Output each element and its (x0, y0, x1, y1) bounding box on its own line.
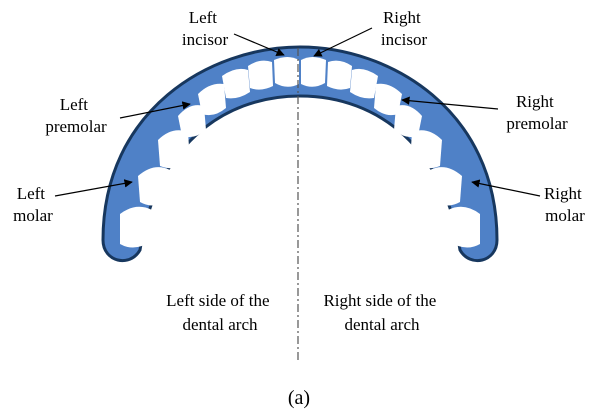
label-right-side-line2: dental arch (344, 315, 420, 334)
label-left-molar: Left molar (13, 184, 53, 225)
label-left-incisor-line1: Left (189, 8, 218, 27)
label-right-molar-line2: molar (545, 206, 585, 225)
label-right-side-line1: Right side of the (323, 291, 436, 310)
label-right-molar-line1: Right (544, 184, 582, 203)
tooth-left-second-molar (138, 167, 170, 205)
figure-caption: (a) (288, 387, 310, 409)
label-left-side: Left side of the dental arch (166, 291, 274, 334)
label-right-incisor: Right incisor (381, 8, 428, 49)
label-right-side: Right side of the dental arch (323, 291, 440, 334)
tooth-right-second-molar (430, 167, 462, 205)
label-left-incisor-line2: incisor (182, 30, 229, 49)
label-right-molar: Right molar (544, 184, 586, 225)
label-right-premolar-line2: premolar (506, 114, 568, 133)
label-right-incisor-line2: incisor (381, 30, 428, 49)
tooth-left-first-molar (158, 130, 190, 168)
tooth-right-third-molar (448, 207, 480, 248)
label-left-side-line2: dental arch (182, 315, 258, 334)
tooth-right-first-molar (410, 130, 442, 168)
label-left-premolar-line1: Left (60, 95, 89, 114)
label-left-premolar: Left premolar (45, 95, 107, 136)
tooth-right-lateral-incisor (327, 61, 352, 90)
label-right-premolar: Right premolar (506, 92, 568, 133)
tooth-left-lateral-incisor (248, 61, 273, 90)
label-left-molar-line1: Left (17, 184, 46, 203)
label-left-incisor: Left incisor (182, 8, 229, 49)
label-left-side-line1: Left side of the (166, 291, 269, 310)
tooth-left-central-incisor (274, 57, 299, 87)
label-right-incisor-line1: Right (383, 8, 421, 27)
label-left-premolar-line2: premolar (45, 117, 107, 136)
label-left-molar-line2: molar (13, 206, 53, 225)
label-right-premolar-line1: Right (516, 92, 554, 111)
tooth-left-third-molar (120, 207, 152, 248)
tooth-right-central-incisor (301, 57, 326, 87)
